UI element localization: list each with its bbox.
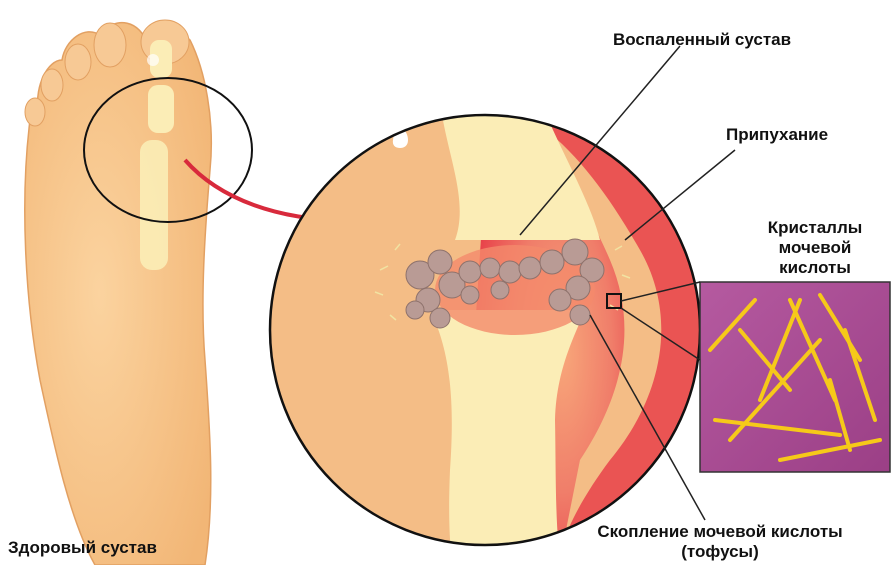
- foot-illustration: [25, 20, 212, 565]
- label-crystals-line3: кислоты: [755, 258, 875, 278]
- label-crystals-line1: Кристаллы: [755, 218, 875, 238]
- label-healthy-joint: Здоровый сустав: [8, 538, 157, 558]
- joint-magnification: [260, 100, 720, 560]
- crystal-inset: [700, 282, 890, 472]
- label-crystals: Кристаллы мочевой кислоты: [755, 218, 875, 278]
- label-swelling: Припухание: [726, 125, 828, 145]
- label-tophi: Скопление мочевой кислоты (тофусы): [560, 522, 880, 562]
- label-inflamed-joint: Воспаленный сустав: [613, 30, 791, 50]
- label-crystals-line2: мочевой: [755, 238, 875, 258]
- label-tophi-line2: (тофусы): [560, 542, 880, 562]
- label-tophi-line1: Скопление мочевой кислоты: [560, 522, 880, 542]
